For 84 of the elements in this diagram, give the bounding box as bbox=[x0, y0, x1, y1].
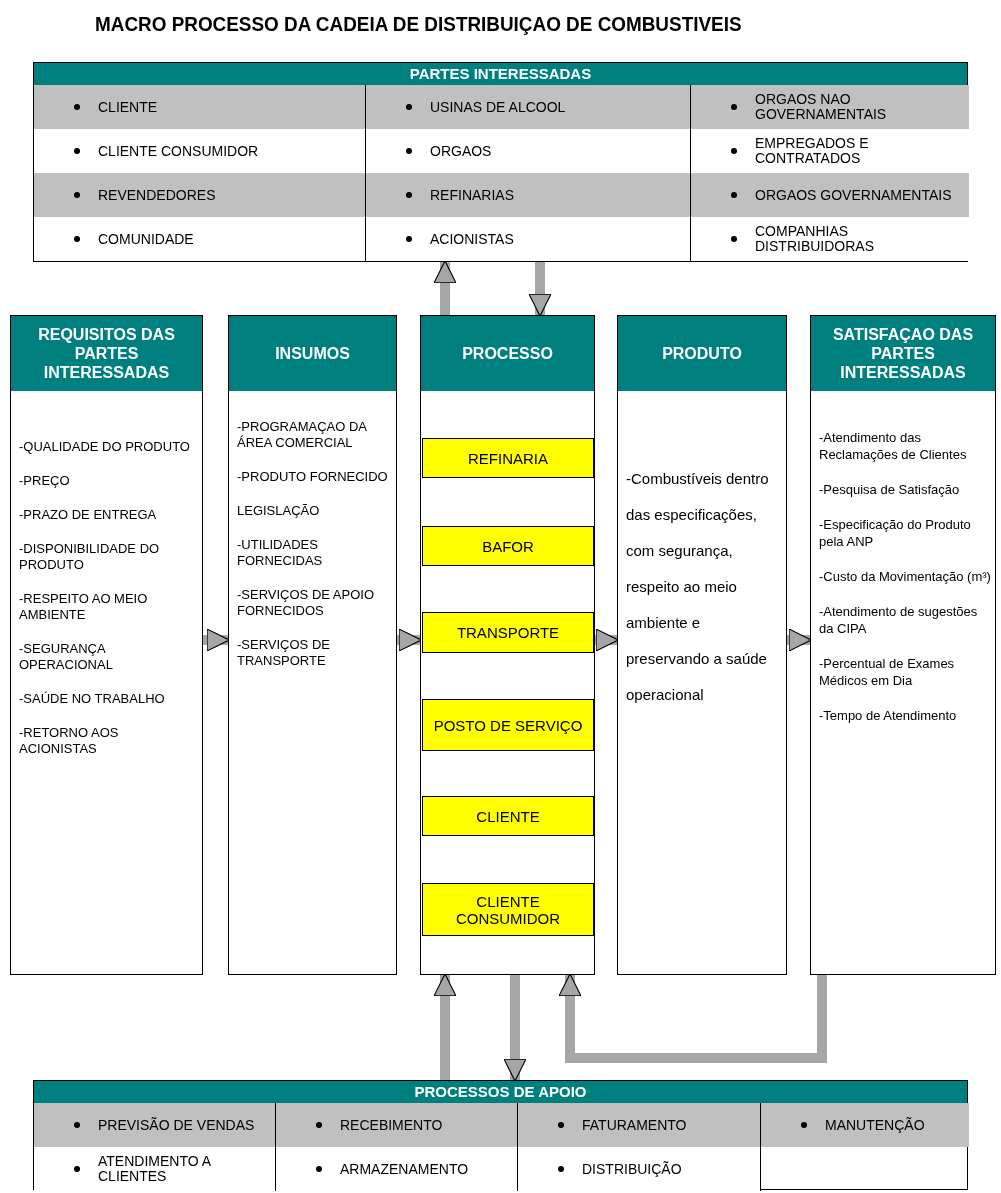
list-item: -Custo da Movimentação (m³) bbox=[819, 568, 991, 585]
list-item: -Atendimento das Reclamações de Clientes bbox=[819, 429, 968, 463]
list-item: LEGISLAÇÃO bbox=[237, 503, 321, 519]
column-panel bbox=[420, 315, 595, 975]
cell-text: USINAS DE ALCOOL bbox=[430, 99, 566, 115]
cell-text: COMPANHIAS DISTRIBUIDORAS bbox=[755, 224, 875, 254]
block-arrow bbox=[203, 628, 230, 652]
block-arrow bbox=[433, 260, 457, 315]
block-arrow bbox=[787, 628, 812, 652]
cell-text: REVENDEDORES bbox=[98, 187, 216, 203]
list-item: -Especificação do Produto pela ANP bbox=[819, 516, 972, 550]
column-header: PRODUTO bbox=[618, 316, 786, 391]
cell-text: DISTRIBUIÇÃO bbox=[582, 1161, 682, 1177]
block-arrow bbox=[558, 973, 827, 1063]
column-panel bbox=[810, 315, 996, 975]
list-item: -SEGURANÇA OPERACIONAL bbox=[19, 641, 114, 673]
list-item: -PREÇO bbox=[19, 473, 71, 489]
process-step-box: POSTO DE SERVIÇO bbox=[422, 699, 594, 751]
column-header: REQUISITOS DAS PARTES INTERESSADAS bbox=[11, 316, 202, 391]
cell-text: RECEBIMENTO bbox=[340, 1117, 443, 1133]
cell-text: ORGAOS NAO GOVERNAMENTAIS bbox=[755, 92, 888, 122]
list-item: -SERVIÇOS DE TRANSPORTE bbox=[237, 637, 331, 669]
cell-text: ARMAZENAMENTO bbox=[340, 1161, 469, 1177]
table-cell bbox=[366, 173, 691, 217]
table-cell bbox=[34, 173, 366, 217]
table-cell bbox=[34, 1147, 276, 1191]
column-panel bbox=[10, 315, 203, 975]
table-cell bbox=[34, 1103, 276, 1147]
process-step-box: TRANSPORTE bbox=[422, 612, 594, 653]
list-item: -UTILIDADES FORNECIDAS bbox=[237, 537, 324, 569]
cell-text: ORGAOS GOVERNAMENTAIS bbox=[755, 187, 952, 203]
column-panel bbox=[228, 315, 397, 975]
cell-text: PREVISÃO DE VENDAS bbox=[98, 1117, 255, 1133]
body-text: -Combustíveis dentro das especificações, com segurança, respeito ao meio ambiente e preservando a saúde operacional bbox=[626, 469, 770, 705]
list-item: -PRAZO DE ENTREGA bbox=[19, 507, 158, 523]
table-cell bbox=[691, 85, 969, 129]
list-item: -SERVIÇOS DE APOIO FORNECIDOS bbox=[237, 587, 376, 619]
block-arrow bbox=[397, 628, 422, 652]
cell-text: MANUTENÇÃO bbox=[825, 1117, 925, 1133]
cell-text: REFINARIAS bbox=[430, 187, 514, 203]
block-arrow bbox=[503, 975, 527, 1082]
list-item: -Atendimento de sugestões da CIPA bbox=[819, 603, 979, 637]
cell-text: CLIENTE CONSUMIDOR bbox=[98, 143, 259, 159]
process-step-box: CLIENTE CONSUMIDOR bbox=[422, 883, 594, 936]
table-cell bbox=[366, 85, 691, 129]
list-item: -Tempo de Atendimento bbox=[819, 707, 958, 724]
cell-text: EMPREGADOS E CONTRATADOS bbox=[755, 136, 870, 166]
table-header: PROCESSOS DE APOIO bbox=[34, 1081, 967, 1103]
table-cell bbox=[34, 85, 366, 129]
cell-text: ATENDIMENTO A CLIENTES bbox=[98, 1154, 212, 1184]
table-cell bbox=[276, 1147, 518, 1191]
list-item: -Percentual de Exames Médicos em Dia bbox=[819, 655, 956, 689]
table-cell bbox=[276, 1103, 518, 1147]
cell-text: ORGAOS bbox=[430, 143, 492, 159]
table-cell bbox=[518, 1147, 761, 1191]
cell-text: ACIONISTAS bbox=[430, 231, 514, 247]
list-item: -RESPEITO AO MEIO AMBIENTE bbox=[19, 591, 149, 623]
table-header: PARTES INTERESSADAS bbox=[34, 63, 967, 85]
diagram-title: MACRO PROCESSO DA CADEIA DE DISTRIBUIÇAO DE COMBUSTIVEIS bbox=[95, 12, 742, 36]
column-header: PROCESSO bbox=[421, 316, 594, 391]
block-arrow bbox=[433, 973, 457, 1080]
table-cell bbox=[761, 1103, 969, 1147]
table-cell bbox=[518, 1103, 761, 1147]
cell-text: COMUNIDADE bbox=[98, 231, 194, 247]
column-header: INSUMOS bbox=[229, 316, 396, 391]
table-panel bbox=[33, 1080, 968, 1190]
table-panel bbox=[33, 62, 968, 262]
column-panel bbox=[617, 315, 787, 975]
block-arrow bbox=[528, 262, 552, 317]
list-item: -PRODUTO FORNECIDO bbox=[237, 469, 389, 485]
cell-text: FATURAMENTO bbox=[582, 1117, 687, 1133]
table-cell bbox=[691, 173, 969, 217]
list-item: -PROGRAMAÇAO DA ÁREA COMERCIAL bbox=[237, 419, 368, 451]
column-header: SATISFAÇAO DAS PARTES INTERESSADAS bbox=[811, 316, 995, 391]
cell-text: CLIENTE bbox=[98, 99, 158, 115]
block-arrow bbox=[595, 628, 619, 652]
list-item: -SAÚDE NO TRABALHO bbox=[19, 691, 166, 707]
list-item: -QUALIDADE DO PRODUTO bbox=[19, 439, 191, 455]
process-step-box: CLIENTE bbox=[422, 796, 594, 836]
list-item: -Pesquisa de Satisfação bbox=[819, 481, 961, 498]
list-item: -DISPONIBILIDADE DO PRODUTO bbox=[19, 541, 161, 573]
process-step-box: BAFOR bbox=[422, 526, 594, 566]
list-item: -RETORNO AOS ACIONISTAS bbox=[19, 725, 120, 757]
process-step-box: REFINARIA bbox=[422, 438, 594, 478]
